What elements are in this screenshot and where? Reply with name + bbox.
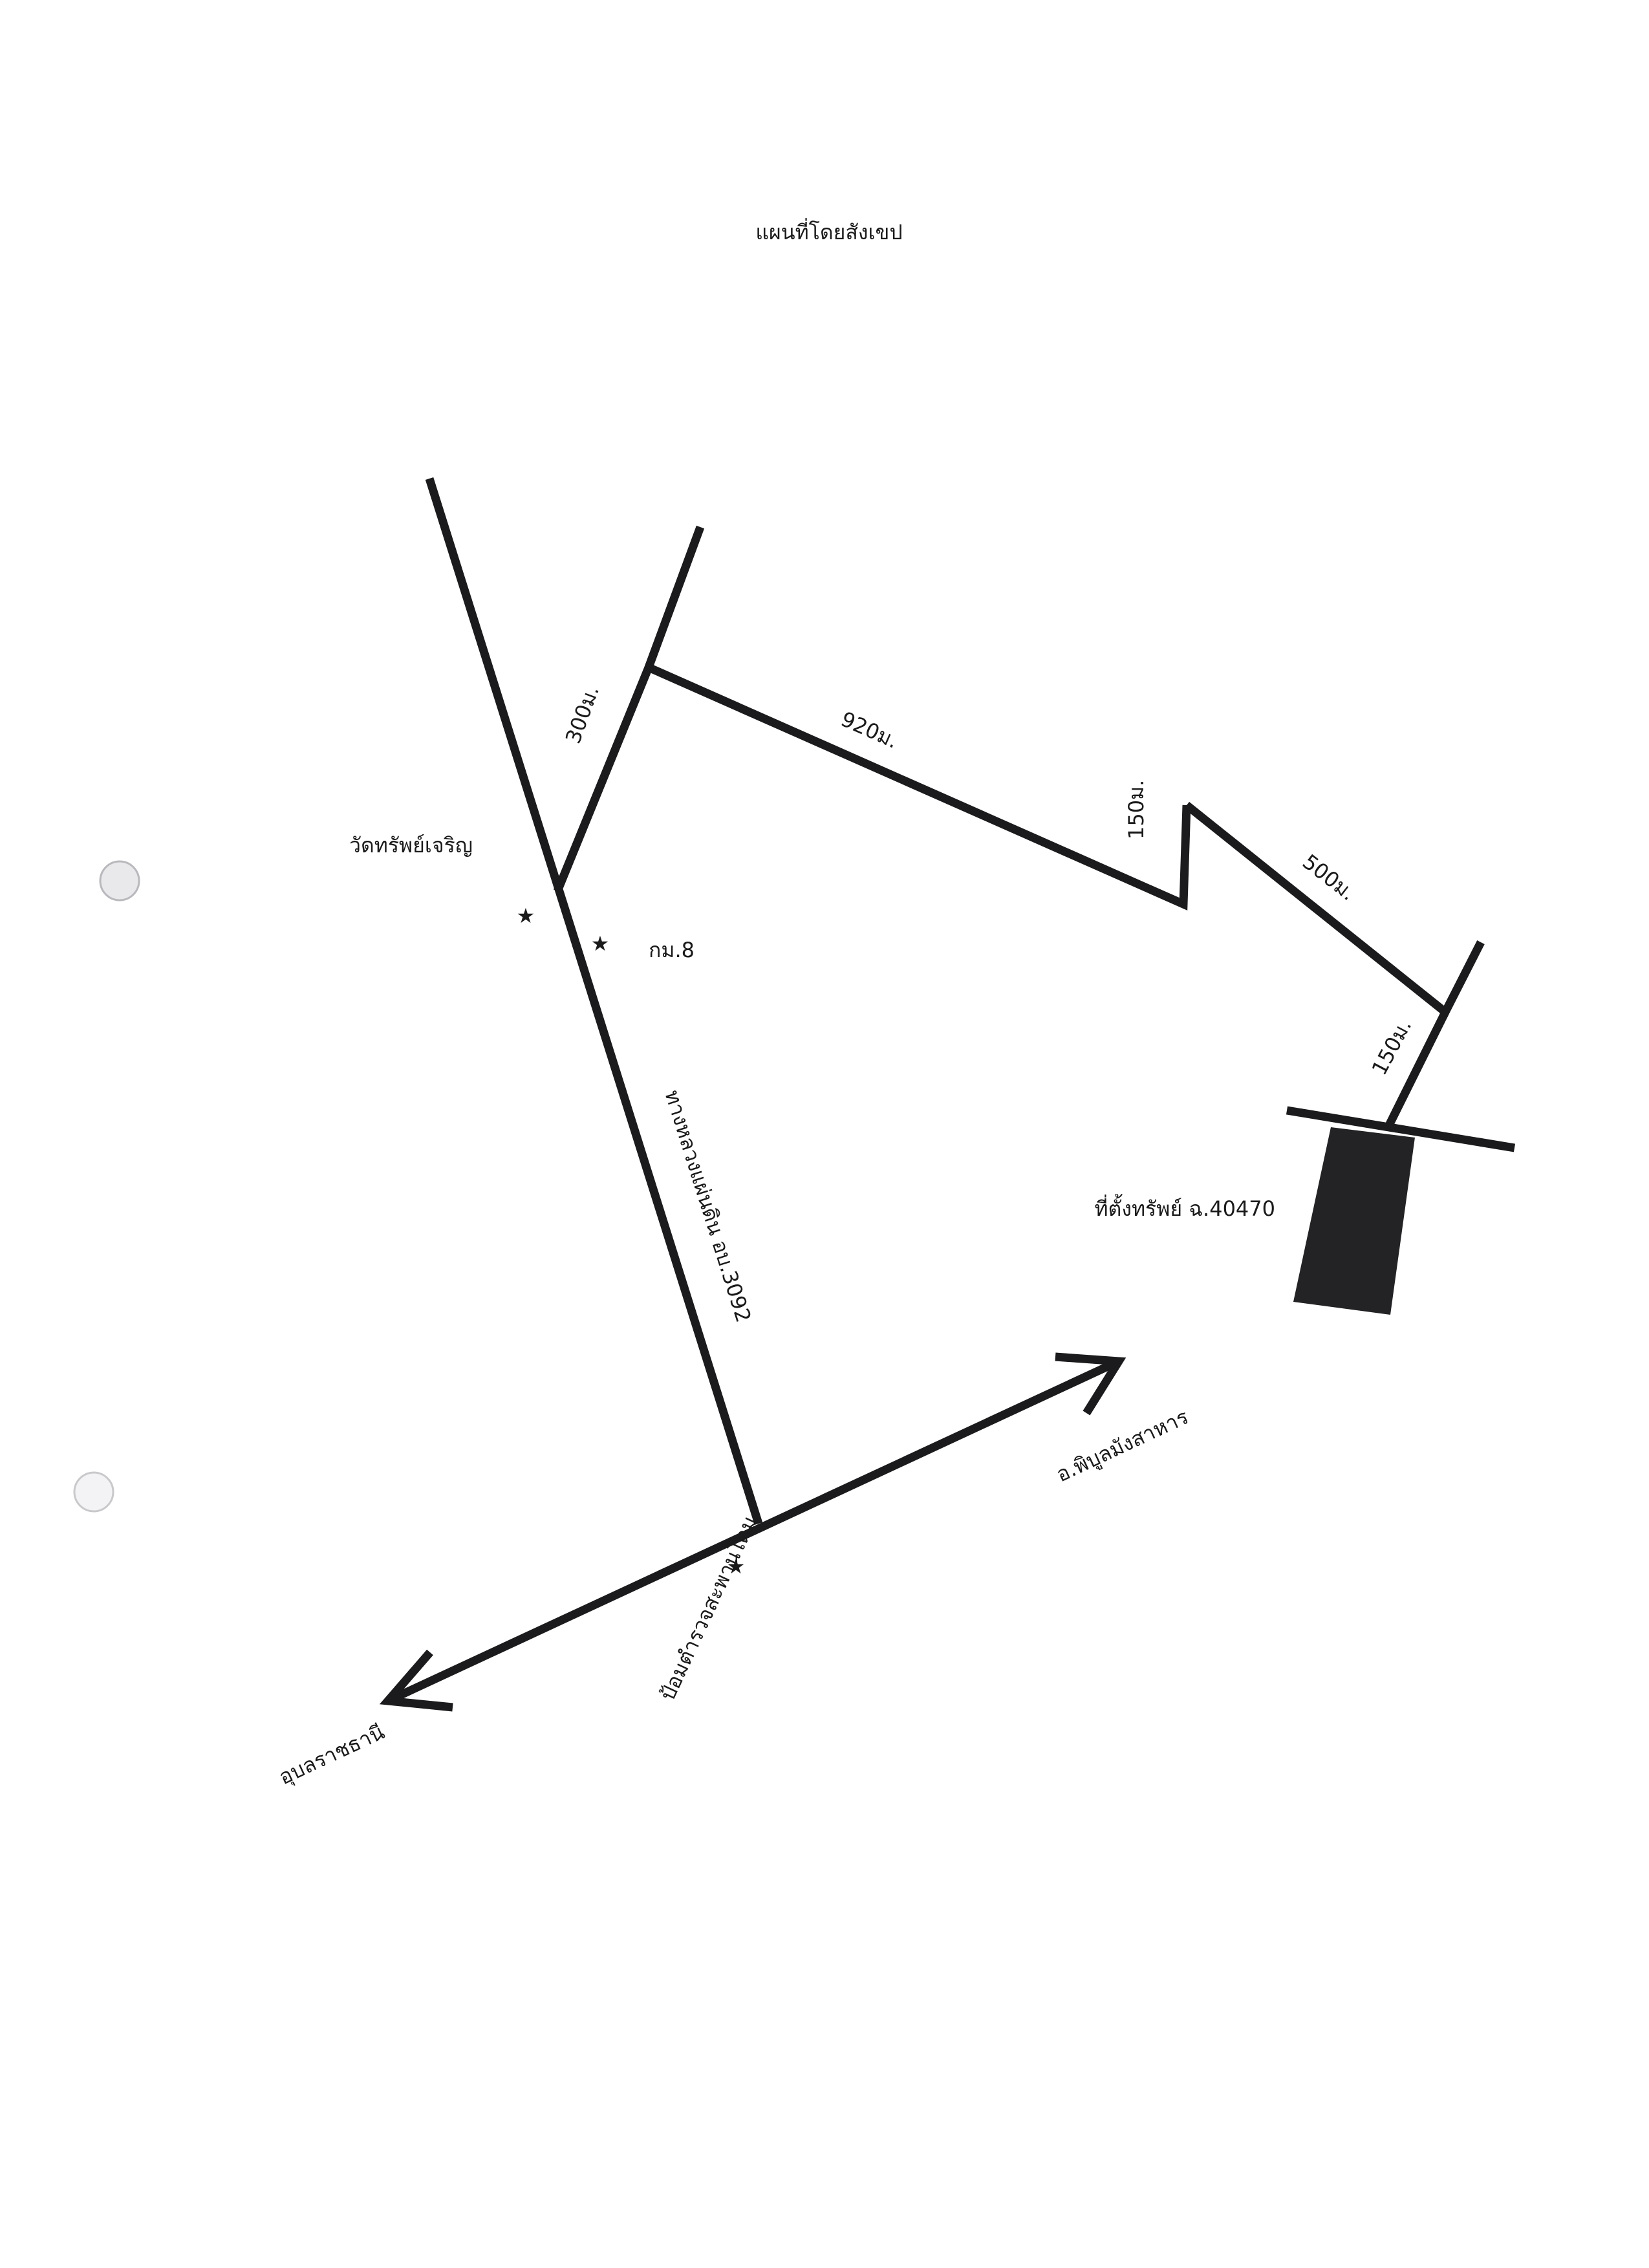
star-icon: ★ bbox=[517, 903, 535, 928]
property-label: ที่ตั้งทรัพย์ ฉ.40470 bbox=[1094, 1194, 1275, 1221]
punch-hole-bottom bbox=[73, 1471, 114, 1513]
police-box-label: ป้อมตำรวจสะพานโดม bbox=[655, 1512, 762, 1704]
map-title: แผนที่โดยสังเขป bbox=[755, 218, 902, 244]
folded-corner bbox=[0, 0, 304, 369]
property-road bbox=[1286, 1106, 1516, 1152]
side-road-3 bbox=[1385, 1010, 1449, 1127]
distance-920: 920ม. bbox=[837, 707, 902, 753]
star-icon: ★ bbox=[591, 931, 610, 956]
distance-150-a: 150ม. bbox=[1124, 780, 1148, 839]
phibun-label: อ.พิบูลมังสาหาร bbox=[1052, 1404, 1192, 1487]
distance-300: 300ม. bbox=[561, 682, 604, 747]
distance-150-b: 150ม. bbox=[1367, 1015, 1417, 1079]
highway-label: ทางหลวงแผ่นดิน อบ.3092 bbox=[660, 1087, 756, 1325]
temple-label: วัดทรัพย์เจริญ bbox=[349, 833, 473, 858]
side-road-2 bbox=[1183, 801, 1485, 1019]
arrow-right-icon bbox=[1055, 1352, 1126, 1416]
ubon-label: อุบลราชธานี bbox=[275, 1720, 389, 1791]
star-icon: ★ bbox=[727, 1554, 746, 1579]
side-road-north bbox=[644, 525, 705, 669]
cross-road bbox=[386, 1357, 1121, 1705]
km-marker-label: กม.8 bbox=[649, 938, 695, 962]
side-road-1 bbox=[553, 662, 1191, 911]
arrow-left-icon bbox=[379, 1649, 453, 1712]
punch-hole-top bbox=[99, 860, 140, 902]
highway-road bbox=[425, 477, 763, 1525]
property-block bbox=[1293, 1127, 1415, 1315]
